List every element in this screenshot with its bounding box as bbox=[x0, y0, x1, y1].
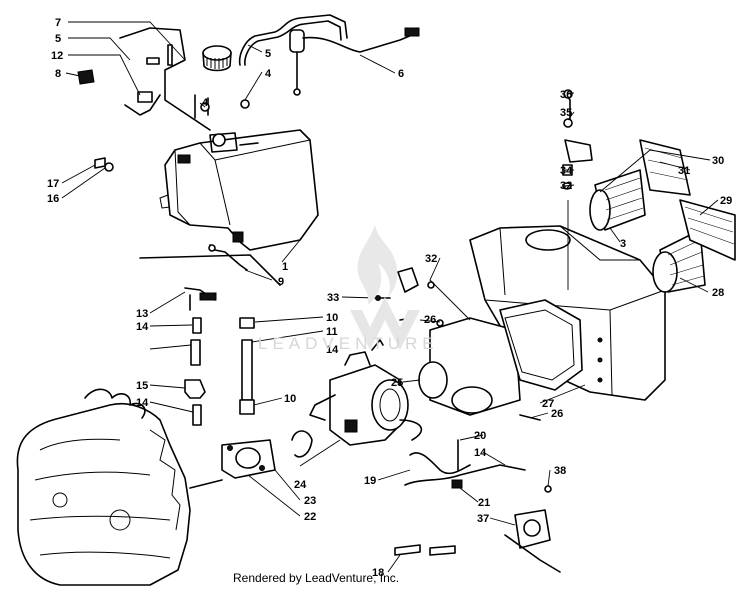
callout-labels: 7 5 12 8 4 5 4 6 17 16 1 9 13 14 10 11 1… bbox=[47, 17, 732, 579]
leadventure-watermark-logo bbox=[350, 225, 420, 350]
silencer-inlet-tubes bbox=[589, 139, 736, 293]
callout-30: 30 bbox=[712, 155, 724, 167]
callout-34: 34 bbox=[560, 165, 573, 177]
fuel-pump bbox=[394, 439, 561, 573]
callout-4: 4 bbox=[265, 68, 272, 80]
tank-fittings bbox=[77, 69, 250, 172]
callout-17: 17 bbox=[47, 178, 59, 190]
callout-24: 24 bbox=[294, 479, 307, 491]
callout-5: 5 bbox=[265, 48, 271, 60]
callout-1: 1 bbox=[282, 261, 288, 273]
callout-14: 14 bbox=[136, 321, 149, 333]
callout-18: 18 bbox=[372, 567, 384, 579]
fuel-line-column bbox=[139, 244, 281, 426]
callout-35: 35 bbox=[560, 107, 572, 119]
callout-20: 20 bbox=[474, 430, 486, 442]
watermark-text: LEADVENTURE bbox=[258, 334, 439, 353]
callout-6: 6 bbox=[398, 68, 404, 80]
carb-clamp-flange bbox=[189, 430, 313, 489]
callout-26: 26 bbox=[424, 314, 436, 326]
footer-credit: Rendered by LeadVenture, Inc. bbox=[233, 571, 400, 585]
callout-4: 4 bbox=[202, 97, 209, 109]
misc-hardware bbox=[375, 267, 541, 421]
fuel-tank bbox=[159, 129, 319, 251]
callout-32: 32 bbox=[560, 180, 572, 192]
callout-5: 5 bbox=[55, 33, 61, 45]
callout-32: 32 bbox=[425, 253, 437, 265]
intake-adapter bbox=[418, 299, 583, 416]
engine-block bbox=[16, 388, 191, 586]
callout-26: 26 bbox=[551, 408, 563, 420]
callout-11: 11 bbox=[326, 326, 338, 338]
callout-31: 31 bbox=[678, 165, 690, 177]
callout-19: 19 bbox=[364, 475, 376, 487]
carburetor bbox=[309, 339, 423, 446]
callout-33: 33 bbox=[327, 292, 339, 304]
callout-25: 25 bbox=[391, 377, 403, 389]
callout-10: 10 bbox=[284, 393, 296, 405]
callout-9: 9 bbox=[278, 276, 284, 288]
callout-29: 29 bbox=[720, 195, 732, 207]
callout-27: 27 bbox=[542, 398, 554, 410]
callout-14: 14 bbox=[474, 447, 487, 459]
callout-23: 23 bbox=[304, 495, 316, 507]
callout-8: 8 bbox=[55, 68, 61, 80]
callout-12: 12 bbox=[51, 50, 63, 62]
callout-28: 28 bbox=[712, 287, 724, 299]
callout-22: 22 bbox=[304, 511, 316, 523]
callout-14: 14 bbox=[136, 397, 149, 409]
callout-3: 3 bbox=[620, 238, 626, 250]
callout-16: 16 bbox=[47, 193, 59, 205]
fuel-cap bbox=[202, 45, 232, 72]
leader-lines bbox=[61, 21, 719, 573]
fuel-gauge-sender bbox=[289, 27, 420, 96]
callout-21: 21 bbox=[478, 497, 490, 509]
callout-14: 14 bbox=[326, 344, 339, 356]
callout-37: 37 bbox=[477, 513, 489, 525]
callout-15: 15 bbox=[136, 380, 148, 392]
callout-38: 38 bbox=[554, 465, 566, 477]
vent-hoses bbox=[119, 14, 348, 131]
callout-10: 10 bbox=[326, 312, 338, 324]
callout-7: 7 bbox=[55, 17, 61, 29]
callout-13: 13 bbox=[136, 308, 148, 320]
callout-36: 36 bbox=[560, 89, 572, 101]
